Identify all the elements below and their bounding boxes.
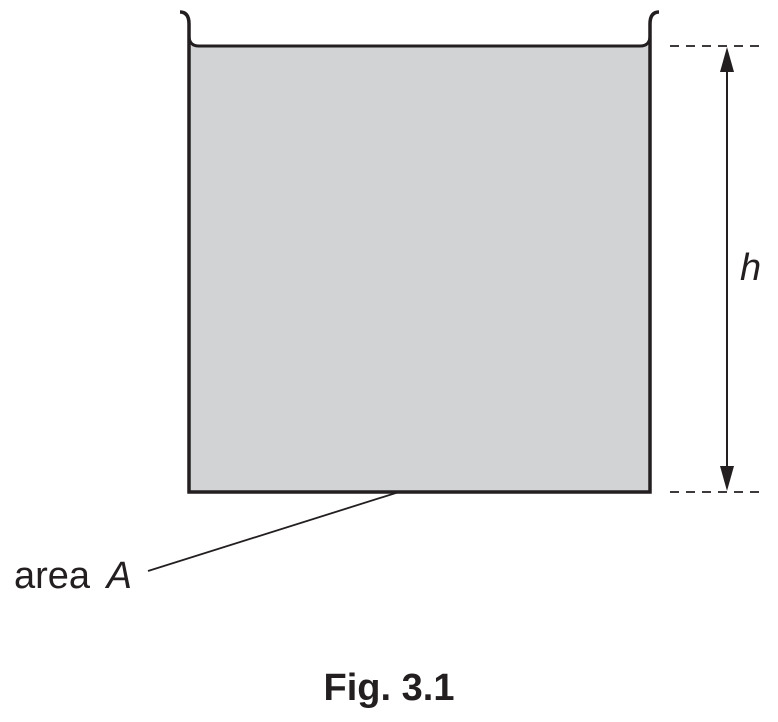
area-leader-line	[147, 491, 400, 572]
area-word: area	[14, 555, 91, 597]
liquid-surface	[187, 35, 652, 48]
area-label: area A	[14, 555, 132, 597]
height-label: h	[740, 247, 761, 289]
liquid-body	[189, 46, 650, 492]
figure-caption: Fig. 3.1	[324, 667, 455, 709]
height-arrow-head-up	[720, 47, 734, 72]
beaker-outline	[179, 10, 660, 494]
height-arrow-head-down	[720, 466, 734, 491]
area-symbol: A	[105, 555, 132, 597]
